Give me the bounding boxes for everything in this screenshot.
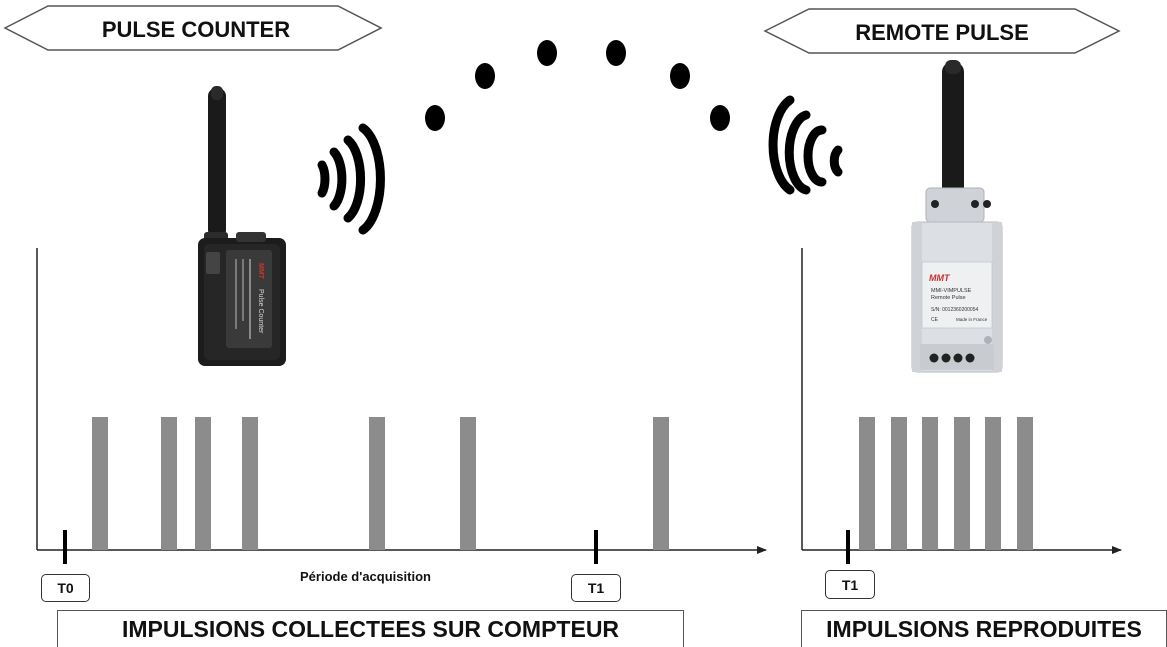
antenna-icon: [942, 62, 964, 212]
t0-tick: [63, 530, 67, 564]
pulse-bar: [954, 417, 970, 550]
signal-dot: [670, 63, 690, 89]
t1-marker-right: T1: [825, 570, 875, 599]
module-brand-label: MMT: [929, 273, 951, 283]
module-made-in-label: Made in France: [956, 317, 988, 322]
transmission-dots: [425, 40, 730, 131]
pulse-bar: [161, 417, 177, 550]
wireless-waves-right-icon: [768, 95, 843, 195]
acquisition-period-label: Période d'acquisition: [300, 569, 431, 584]
pulse-bar: [653, 417, 669, 550]
pulse-bar: [1017, 417, 1033, 550]
signal-dot: [425, 105, 445, 131]
right-pulses: [859, 417, 1033, 550]
device-model-label: Pulse Counter: [257, 289, 264, 334]
pulse-counter-device-photo: MMT Pulse Counter: [198, 86, 286, 366]
pulse-bar: [985, 417, 1001, 550]
remote-pulse-tag: REMOTE PULSE: [763, 8, 1121, 54]
pulse-counter-tag: PULSE COUNTER: [3, 5, 383, 51]
signal-dot: [710, 105, 730, 131]
t1-tick-right: [846, 530, 850, 564]
pulse-bar: [891, 417, 907, 550]
time-ticks: [63, 530, 850, 564]
wireless-waves-left-icon: [317, 123, 385, 235]
signal-dot: [475, 63, 495, 89]
module-serial-label: S/N: 0012360200054: [931, 307, 978, 313]
pulse-bar: [369, 417, 385, 550]
collected-pulses-footer: IMPULSIONS COLLECTEES SUR COMPTEUR: [57, 610, 684, 647]
pulse-bar: [195, 417, 211, 550]
pulse-bar: [922, 417, 938, 550]
device-brand-label: MMT: [257, 263, 264, 280]
signal-dot: [537, 40, 557, 66]
svg-text:CE: CE: [931, 317, 939, 323]
remote-pulse-device-photo: MMT MMI-VIMPULSE Remote Pulse S/N: 00123…: [911, 60, 1003, 373]
left-timeline-axes: [36, 248, 767, 554]
antenna-icon: [208, 88, 226, 238]
module-subtitle-label: Remote Pulse: [931, 295, 966, 301]
left-pulses: [92, 417, 669, 550]
t1-marker-left: T1: [571, 574, 621, 602]
reproduced-pulses-footer: IMPULSIONS REPRODUITES: [801, 610, 1167, 647]
module-model-label: MMI-VIMPULSE: [931, 288, 972, 294]
signal-dot: [606, 40, 626, 66]
remote-pulse-title: REMOTE PULSE: [855, 20, 1029, 45]
t0-marker: T0: [41, 574, 90, 602]
t1-tick-left: [594, 530, 598, 564]
pulse-bar: [242, 417, 258, 550]
pulse-counter-title: PULSE COUNTER: [102, 17, 290, 42]
pulse-bar: [859, 417, 875, 550]
pulse-bar: [92, 417, 108, 550]
pulse-bar: [460, 417, 476, 550]
